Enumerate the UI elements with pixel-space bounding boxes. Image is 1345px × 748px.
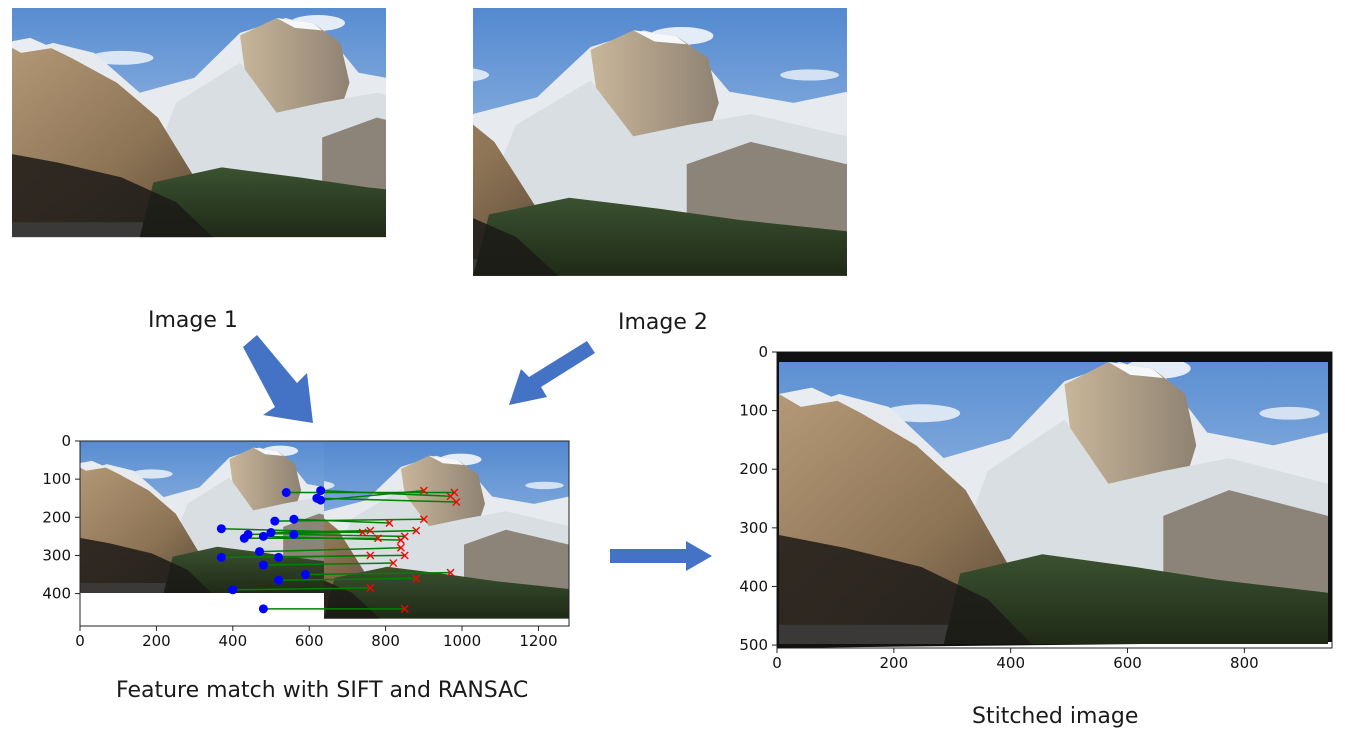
image-2-photo	[473, 8, 847, 287]
arrow-image2-to-match	[509, 341, 595, 405]
match-line	[320, 489, 424, 501]
image-1-photo	[12, 8, 386, 287]
match_plot-x-tick-label: 800	[371, 632, 400, 650]
feature-match-plot: 0 200 400 600 800 1000 1200 0 100 200 300 400	[42, 432, 570, 650]
match-line	[293, 533, 405, 538]
match-marker	[452, 498, 461, 507]
match_plot-x-tick-label: 1000	[443, 632, 481, 650]
stitched_plot-x-tick-label: 600	[1113, 654, 1142, 672]
keypoint	[266, 528, 276, 538]
keypoint	[255, 547, 265, 557]
match-marker	[400, 551, 409, 560]
match-line	[278, 554, 371, 559]
stitched_plot-y-tick-label: 100	[739, 402, 768, 420]
keypoint	[274, 575, 284, 585]
stitched-caption: Stitched image	[972, 704, 1139, 729]
match-line	[248, 529, 417, 536]
match-marker	[389, 559, 398, 568]
match_plot-x-tick-label: 400	[218, 632, 247, 650]
stitched_plot-x-tick-label: 400	[996, 654, 1025, 672]
match-marker	[412, 574, 421, 583]
match-marker	[419, 486, 428, 495]
keypoint	[228, 585, 238, 595]
match-marker	[396, 543, 405, 552]
stitched_plot-x-tick-label: 0	[772, 654, 782, 672]
stitched_plot-y-tick-label: 400	[739, 577, 768, 595]
match_plot-y-tick-label: 100	[42, 470, 71, 488]
keypoint	[216, 524, 226, 534]
stitched_plot-y-tick-label: 200	[739, 460, 768, 478]
keypoint	[216, 552, 226, 562]
match_plot-x-tick-label: 1200	[519, 632, 557, 650]
match_plot-x-tick-label: 200	[142, 632, 171, 650]
image-2-caption: Image 2	[618, 310, 708, 335]
keypoint	[316, 495, 326, 505]
stitched-plot: 0 200 400 600 800 0 100 200 300 400 500	[739, 343, 1333, 672]
arrow-match-to-stitched	[610, 541, 712, 571]
match_plot-y-tick-label: 300	[42, 546, 71, 564]
match-marker	[419, 515, 428, 524]
match_plot-x-tick-label: 600	[295, 632, 324, 650]
keypoint	[289, 514, 299, 524]
match_plot-x-tick-label: 0	[75, 632, 85, 650]
match-line	[278, 577, 417, 581]
match_plot-y-tick-label: 0	[61, 432, 71, 450]
match-marker	[400, 532, 409, 541]
keypoint	[258, 531, 268, 541]
stitched_plot-x-tick-label: 200	[880, 654, 909, 672]
keypoint	[289, 529, 299, 539]
match-marker	[366, 526, 375, 535]
match-marker	[446, 568, 455, 577]
keypoint	[274, 552, 284, 562]
match-line	[263, 562, 394, 566]
keypoint	[258, 604, 268, 614]
keypoint	[281, 487, 291, 497]
match-line	[274, 518, 424, 522]
keypoint	[316, 486, 326, 496]
match-marker	[385, 519, 394, 528]
match-marker	[358, 528, 367, 537]
match-line	[259, 547, 401, 553]
match_plot-y-tick-label: 200	[42, 508, 71, 526]
keypoint	[258, 560, 268, 570]
stitched_plot-y-tick-label: 500	[739, 636, 768, 654]
match-marker	[366, 583, 375, 592]
keypoint	[300, 570, 310, 580]
match-marker	[400, 604, 409, 613]
feature-match-caption: Feature match with SIFT and RANSAC	[116, 678, 529, 703]
keypoint	[239, 533, 249, 543]
match-line	[305, 571, 451, 576]
match-marker	[366, 551, 375, 560]
match-line	[293, 518, 390, 524]
match-marker	[412, 526, 421, 535]
stitched_plot-y-tick-label: 300	[739, 519, 768, 537]
arrow-image1-to-match	[243, 335, 313, 423]
stitched_plot-y-tick-label: 0	[758, 343, 768, 361]
match_plot-y-tick-label: 400	[42, 585, 71, 603]
image-1-caption: Image 1	[148, 308, 238, 333]
stitched_plot-x-tick-label: 800	[1230, 654, 1259, 672]
match-line	[232, 587, 371, 591]
keypoint	[270, 516, 280, 526]
match-marker	[373, 534, 382, 543]
